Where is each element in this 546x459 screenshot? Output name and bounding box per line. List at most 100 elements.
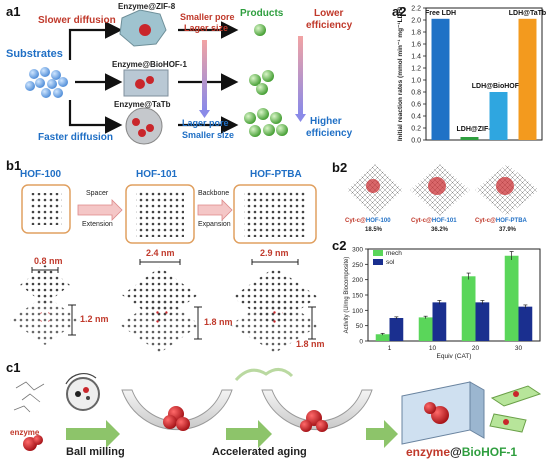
enzyme-biohof-label: Enzyme@BioHOF-1 (112, 60, 187, 69)
smaller-size-label: Smaller size (182, 130, 234, 140)
framework-hof101 (120, 267, 200, 353)
a2-ytick-label: 2.0 (411, 18, 421, 25)
gradient-bar-left (202, 40, 207, 110)
dim-hof100-width: 0.8 nm (34, 256, 63, 266)
c2-xtick-label: 30 (515, 345, 523, 352)
zif8-crystal (120, 10, 166, 46)
a2-ytick-label: 0.6 (411, 102, 421, 109)
a2-ytick-label: 0.2 (411, 126, 421, 133)
enzyme-biohof-final-label: enzyme@BioHOF-1 (406, 445, 517, 459)
substrates-label: Substrates (6, 48, 63, 60)
enzyme-label: enzyme (10, 428, 39, 437)
a2-ytick-label: 1.8 (411, 30, 421, 37)
dim-hof101-width: 2.4 nm (146, 248, 175, 258)
higher-efficiency-label: efficiency (306, 128, 352, 139)
c2-xlabel: Equiv (CAT) (437, 353, 472, 360)
a2-ytick-label: 1.4 (411, 54, 421, 61)
c2-bar-mech (505, 256, 519, 341)
c2-ylabel: Activity (U/mg Biocomposite) (344, 257, 350, 334)
enzyme-tatb-label: Enzyme@TaTb (114, 100, 171, 109)
a2-bar-label: LDH@TaTb (509, 10, 546, 17)
a2-bar (490, 92, 508, 140)
higher-label: Higher (310, 116, 342, 127)
dim-hofptba-width: 2.9 nm (260, 248, 289, 258)
products-label: Products (240, 8, 283, 19)
b2-label-2: Cyt-c@HOF-101 (411, 218, 457, 224)
c2-bar-sol (519, 307, 533, 341)
b2-label-1: Cyt-c@HOF-100 (345, 218, 391, 224)
extension-label: Extension (82, 221, 113, 228)
hexagonal-rods (490, 386, 540, 432)
c2-legend-swatch-mech (373, 250, 383, 256)
chart-a2: 0.0 0.2 0.4 0.6 0.8 1.0 1.2 1.4 1.6 1.8 2.0 2.2 Init… (392, 0, 546, 150)
biohof-crystal (124, 70, 168, 96)
hof101-title: HOF-101 (136, 169, 177, 180)
dim-hofptba-height: 1.8 nm (296, 339, 325, 349)
backbone-label: Backbone (198, 190, 229, 197)
c2-bar-mech (462, 276, 476, 341)
dim-hof101-height: 1.8 nm (204, 317, 233, 327)
c2-ytick-label: 50 (356, 323, 364, 330)
c2-ytick-label: 300 (352, 247, 363, 254)
a2-ytick-label: 1.0 (411, 78, 421, 85)
expansion-label: Expansion (198, 221, 231, 228)
lower-efficiency-label: efficiency (306, 20, 352, 31)
a2-ytick-label: 0.0 (411, 138, 421, 145)
a2-bar (519, 19, 537, 140)
b2-label-3: Cyt-c@HOF-PTBA (475, 218, 527, 224)
accelerated-aging-label: Accelerated aging (212, 446, 307, 458)
panel-b2: Cyt-c@HOF-100 18.5% Cyt-c@HOF-101 36.2% … (345, 160, 545, 238)
a2-ytick-label: 2.2 (411, 6, 421, 13)
a2-ytick-label: 1.6 (411, 42, 421, 49)
hof100-title: HOF-100 (20, 169, 61, 180)
c2-ytick-label: 200 (352, 277, 363, 284)
c2-legend-label-mech: mech (386, 250, 402, 257)
biohof-crystal-block (402, 382, 484, 444)
dim-hof100-height: 1.2 nm (80, 314, 109, 324)
c2-bar-sol (433, 302, 447, 341)
smaller-pore-label: Smaller pore (180, 12, 235, 22)
a2-ytick-label: 0.4 (411, 114, 421, 121)
a2-ytick-label: 0.8 (411, 90, 421, 97)
spacer-label: Spacer (86, 190, 108, 197)
b2-cubes (345, 160, 545, 220)
c2-legend-label-sol: sol (386, 259, 395, 266)
faster-diffusion-label: Faster diffusion (38, 132, 113, 143)
substrate-cluster (25, 67, 68, 98)
gradient-bar-right (298, 36, 303, 114)
c2-ytick-label: 250 (352, 262, 363, 269)
b2-pct-2: 36.2% (431, 227, 448, 233)
c2-ytick-label: 0 (359, 339, 363, 346)
panel-c1: enzyme Ball milling Accelerated aging en… (0, 360, 546, 459)
b2-pct-1: 18.5% (365, 227, 382, 233)
lager-pore-label: Lager pore (182, 118, 229, 128)
c2-bar-mech (419, 317, 433, 341)
product-cluster (244, 24, 288, 137)
c2-xtick-label: 1 (388, 345, 392, 352)
hofptba-title: HOF-PTBA (250, 169, 302, 180)
a2-bar (461, 137, 479, 140)
tatb-crystal (126, 108, 162, 144)
lager-size-label: Lager size (184, 23, 228, 33)
c2-legend-swatch-sol (373, 259, 383, 265)
slower-diffusion-label: Slower diffusion (38, 15, 116, 26)
a2-ylabel: Initial reaction rates (mmol min⁻¹ mg⁻¹L… (397, 7, 404, 141)
panel-b1: HOF-100 HOF-101 HOF-PTBA Spacer Extensio… (0, 155, 332, 355)
a2-bar-label: LDH@ZIF-8 (457, 126, 495, 133)
c2-xtick-label: 10 (429, 345, 437, 352)
a2-bar-label: Free LDH (425, 10, 456, 17)
c2-bar-sol (476, 302, 490, 341)
c2-bar-sol (390, 318, 404, 341)
b2-pct-3: 37.9% (499, 227, 516, 233)
c2-ytick-label: 150 (352, 293, 363, 300)
c2-bar-mech (376, 334, 390, 341)
linker-molecules (14, 382, 44, 412)
panel-a1: Substrates Slower diffusion Faster diffu… (0, 0, 390, 150)
c2-xtick-label: 20 (472, 345, 480, 352)
enzyme-zif8-label: Enzyme@ZIF-8 (118, 2, 175, 11)
ball-mill-jar-icon (67, 378, 99, 410)
a2-ytick-label: 1.2 (411, 66, 421, 73)
ball-milling-label: Ball milling (66, 446, 125, 458)
c2-ytick-label: 100 (352, 308, 363, 315)
